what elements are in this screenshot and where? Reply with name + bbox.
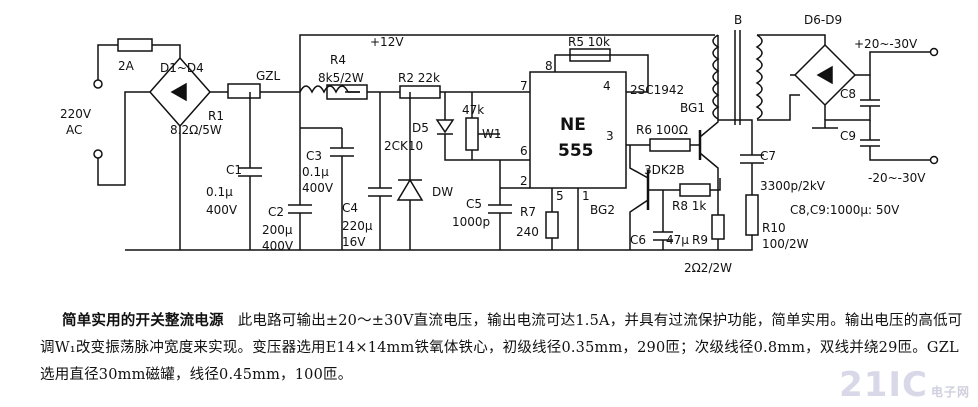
w1-label: W1: [482, 127, 502, 141]
caption-body: 此电路可输出±20～±30V直流电压，输出电流可达1.5A，并具有过流保护功能，…: [40, 313, 963, 383]
r10-resistor: [745, 194, 759, 236]
c1-voltage: 400V: [206, 203, 238, 217]
pin5-label: 5: [556, 189, 564, 203]
bg1-label: BG1: [680, 101, 705, 115]
r1-value: 8.2Ω/5W: [170, 123, 222, 137]
r1-label: R1: [208, 109, 224, 123]
ac-terminal-bottom: [93, 149, 103, 159]
c9-label: C9: [840, 129, 856, 143]
r9-label: R9: [692, 233, 708, 247]
c6-label: C6: [630, 233, 646, 247]
c5-value: 1000p: [452, 215, 490, 229]
pin4-label: 4: [603, 79, 611, 93]
transformer-label: B: [734, 13, 742, 27]
c7-label: C7: [760, 149, 776, 163]
bridge-out-label: D6-D9: [804, 13, 842, 27]
gzl-inductor: [299, 85, 349, 94]
ac-voltage-label: 220V: [60, 107, 92, 121]
transformer-core: [734, 30, 741, 125]
d5-label: D5: [412, 121, 429, 135]
fuse-label: 2A: [118, 59, 135, 73]
ne-label: NE: [560, 115, 586, 135]
fuse: [117, 38, 153, 52]
c4-voltage: 16V: [342, 235, 366, 249]
pin2-label: 2: [520, 174, 528, 188]
out-pos-rail: [855, 51, 930, 76]
transformer-secondary: [755, 34, 763, 120]
r7-label: R7: [520, 205, 536, 219]
gzl-label: GZL: [256, 69, 281, 83]
d5-type: 2CK10: [384, 139, 423, 153]
r10-value: 100/2W: [762, 237, 809, 251]
r9-resistor: [711, 214, 725, 240]
c3-voltage: 400V: [302, 181, 334, 195]
pin6-label: 6: [520, 144, 528, 158]
c8-c9-value: C8,C9:1000μ: 50V: [790, 203, 900, 217]
r1-resistor: [227, 83, 261, 99]
transformer-primary: [712, 34, 720, 120]
c2-voltage: 400V: [262, 239, 294, 253]
watermark-text: 21IC: [839, 365, 928, 405]
r7-resistor: [545, 211, 559, 239]
c1-label: C1: [226, 163, 242, 177]
caption-title: 简单实用的开关整流电源: [62, 313, 224, 329]
r7-value: 240: [516, 225, 539, 239]
c2-label: C2: [268, 205, 284, 219]
c5-label: C5: [466, 197, 482, 211]
out-pos-label: +20~-30V: [854, 37, 918, 51]
bridge-in-label: D1~D4: [160, 61, 204, 75]
c4-value: 220μ: [342, 219, 373, 233]
ne-number: 555: [558, 141, 594, 161]
r9-value: 2Ω2/2W: [684, 261, 732, 275]
pin8-label: 8: [545, 59, 553, 73]
r5-label: R5 10k: [568, 35, 610, 49]
caption: 简单实用的开关整流电源此电路可输出±20～±30V直流电压，输出电流可达1.5A…: [40, 308, 965, 389]
bg2-label: BG2: [590, 203, 615, 217]
c8-label: C8: [840, 87, 856, 101]
r2-label: R2 22k: [398, 71, 440, 85]
c6-value: 47μ: [666, 233, 689, 247]
w1-value: 47k: [462, 103, 484, 117]
r6-resistor: [649, 138, 691, 152]
r2-resistor: [399, 85, 441, 99]
ac-label: AC: [66, 123, 82, 137]
c2-value: 200μ: [262, 223, 293, 237]
c3-label: C3: [306, 149, 322, 163]
q2-type-label: 3DK2B: [644, 163, 685, 177]
pin1-label: 1: [582, 189, 590, 203]
hv-rail: [299, 34, 715, 92]
r4-value: 8k5/2W: [318, 71, 364, 85]
ac-terminal-top: [93, 79, 103, 89]
r4-label: R4: [330, 53, 346, 67]
circuit-schematic: 2A D1~D4 220V AC R1 8.2Ω/5W GZL C1 0.1μ …: [60, 13, 939, 275]
q-type-label: 2SC1942: [630, 83, 684, 97]
r10-label: R10: [762, 221, 786, 235]
c7-value: 3300p/2kV: [760, 179, 826, 193]
r8-resistor: [679, 183, 711, 197]
c4-label: C4: [342, 201, 358, 215]
r6-label: R6 100Ω: [636, 123, 688, 137]
watermark-sub: 电子网: [930, 385, 970, 399]
dw-label: DW: [432, 185, 453, 199]
pin7-label: 7: [520, 79, 528, 93]
c1-value: 0.1μ: [206, 185, 233, 199]
r8-label: R8 1k: [672, 199, 706, 213]
pin3-label: 3: [606, 129, 614, 143]
vplus-label: +12V: [370, 35, 404, 49]
r5-resistor: [569, 48, 611, 62]
out-neg-label: -20~-30V: [868, 171, 926, 185]
w1-potentiometer: [465, 117, 479, 151]
c3-value: 0.1μ: [302, 165, 329, 179]
